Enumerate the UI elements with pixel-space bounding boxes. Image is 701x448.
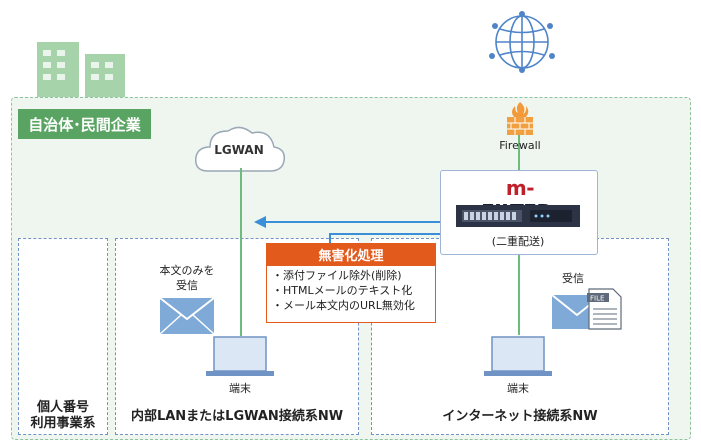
firewall-icon bbox=[507, 102, 533, 135]
mynumber-title-line2: 利用事業系 bbox=[30, 416, 96, 431]
cloud-label: LGWAN bbox=[214, 143, 264, 157]
mynumber-title-line1: 個人番号 bbox=[36, 400, 89, 415]
cloud-icon bbox=[195, 126, 286, 172]
lgwan-connection-line bbox=[240, 168, 242, 336]
processing-title: 無害化処理 bbox=[266, 243, 436, 265]
internet-terminal-label: 端末 bbox=[507, 382, 529, 395]
mfilter-subtitle: (二重配送) bbox=[491, 235, 545, 248]
mail-icon bbox=[159, 297, 215, 335]
file-mail-icon: FILE bbox=[551, 288, 622, 330]
processing-list: ・添付ファイル除外(削除) ・HTMLメールのテキスト化 ・メール本文内のURL… bbox=[266, 268, 436, 313]
mynumber-zone bbox=[18, 238, 108, 435]
internal-receive-label: 本文のみを 受信 bbox=[147, 263, 227, 293]
internal-receive-line2: 受信 bbox=[176, 279, 198, 292]
server-icon bbox=[456, 205, 580, 227]
processing-box bbox=[266, 265, 436, 323]
internal-receive-line1: 本文のみを bbox=[159, 264, 215, 277]
file-icon-text: FILE bbox=[590, 295, 604, 303]
building-icon bbox=[37, 42, 125, 102]
internet-zone-title: インターネット接続系NW bbox=[442, 409, 598, 424]
mfilter-logo-m: m- bbox=[505, 176, 535, 200]
processing-item: ・メール本文内のURL無効化 bbox=[272, 299, 415, 312]
internal-zone-title: 内部LANまたはLGWAN接続系NW bbox=[130, 409, 344, 424]
processing-item: ・添付ファイル除外(削除) bbox=[272, 269, 402, 282]
mynumber-zone-title: 個人番号 利用事業系 bbox=[18, 400, 108, 432]
firewall-label: Firewall bbox=[499, 139, 541, 152]
organization-label: 自治体･民間企業 bbox=[18, 109, 151, 139]
globe-icon bbox=[489, 11, 555, 73]
internet-receive-label: 受信 bbox=[562, 272, 584, 285]
laptop-icon bbox=[484, 336, 552, 376]
laptop-icon bbox=[206, 336, 274, 376]
internal-terminal-label: 端末 bbox=[229, 382, 251, 395]
processing-item: ・HTMLメールのテキスト化 bbox=[272, 284, 413, 297]
